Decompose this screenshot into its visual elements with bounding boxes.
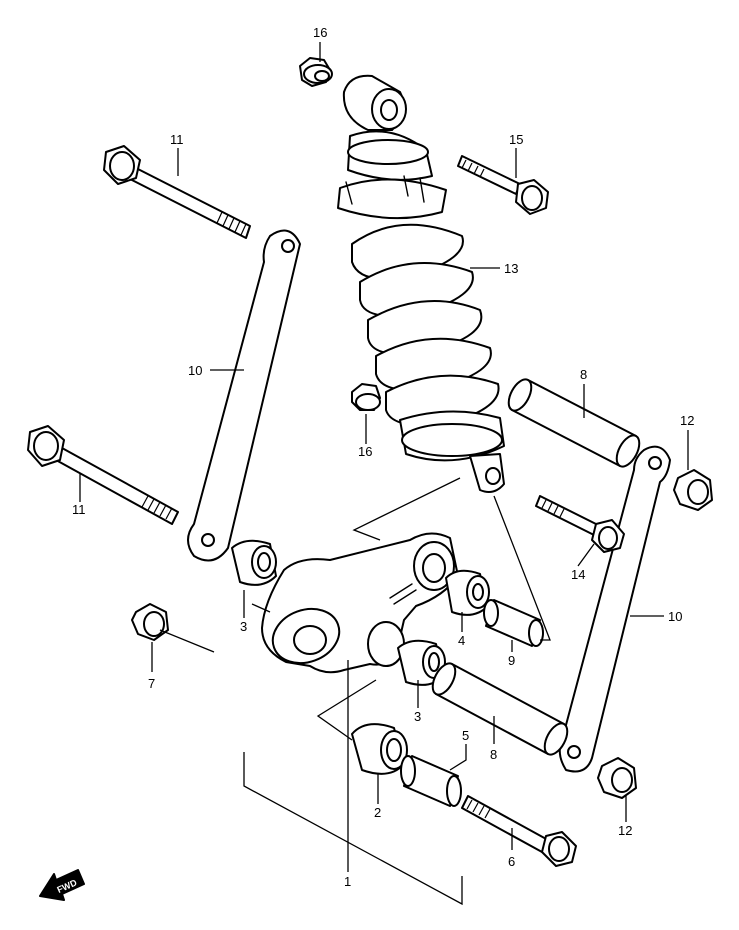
bolt-6 [461,795,577,867]
callout-15: 15 [509,132,523,147]
callout-3-lower: 3 [414,709,421,724]
callout-8-top: 8 [580,367,587,382]
bolt-15 [457,155,549,215]
callout-2: 2 [374,805,381,820]
bearing-4 [445,569,490,616]
cushion-rod-10-left [187,229,301,562]
nut-16-lower [351,383,381,411]
callout-labels: 16 15 11 13 10 8 16 12 11 14 3 4 10 9 7 … [72,25,694,889]
callout-11-bottom: 11 [72,502,86,517]
spacer-5 [400,755,462,807]
callout-11-top: 11 [170,132,184,147]
callout-5: 5 [462,728,469,743]
callout-8-lower: 8 [490,747,497,762]
callout-10-right: 10 [668,609,682,624]
callout-12-upper: 12 [680,413,694,428]
bolt-14 [535,495,625,553]
cushion-lever-1 [261,532,459,674]
spacer-8-lower [431,662,569,756]
bearing-3-upper [231,539,277,586]
forward-arrow-icon: FWD [39,869,85,901]
callout-1: 1 [344,874,351,889]
nut-7 [131,603,169,641]
assembly-guide-lines [243,477,551,906]
nut-12-lower [597,757,637,799]
leader-lines [79,42,689,872]
callout-4: 4 [458,633,465,648]
callout-16-lower: 16 [358,444,372,459]
callout-3-upper: 3 [240,619,247,634]
cushion-rod-10-right [558,445,671,773]
callout-10-left: 10 [188,363,202,378]
callout-12-lower: 12 [618,823,632,838]
bearing-2 [351,723,408,775]
spacer-9 [483,599,544,647]
bolt-11-top [103,145,251,239]
nut-12-upper [673,469,713,511]
callout-14: 14 [571,567,585,582]
callout-13: 13 [504,261,518,276]
callout-6: 6 [508,854,515,869]
shock-absorber-13 [337,74,505,493]
spacer-8-top [507,378,641,468]
callout-7: 7 [148,676,155,691]
nut-16-top [299,57,333,87]
bolt-11-bottom [27,425,179,525]
callout-9: 9 [508,653,515,668]
callout-16-top: 16 [313,25,327,40]
